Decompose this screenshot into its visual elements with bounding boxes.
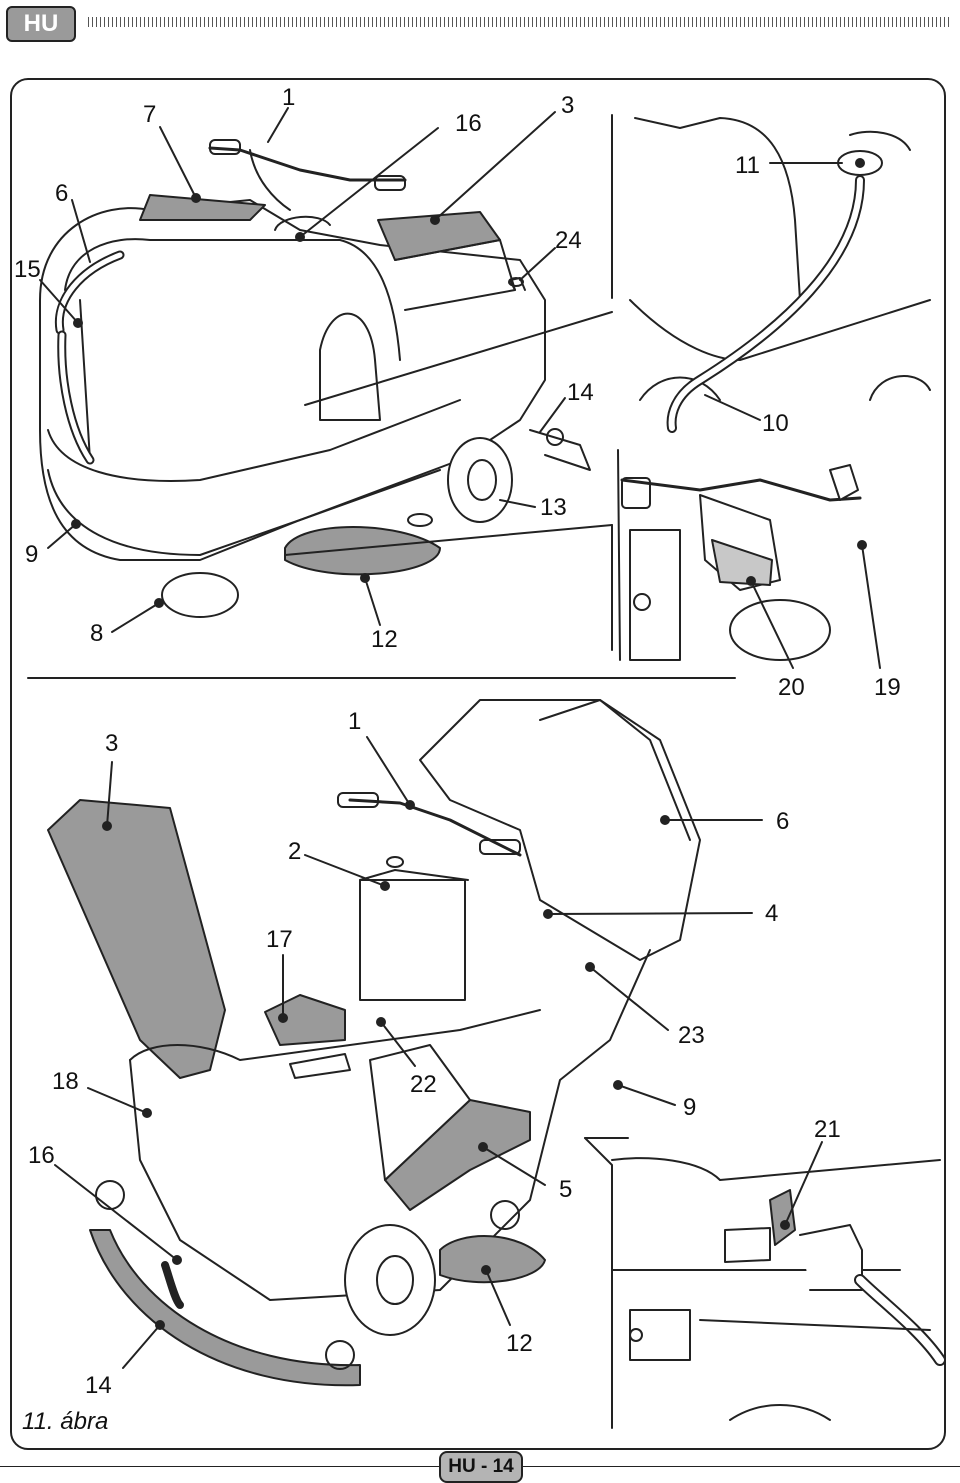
callout-3-top: 3 (561, 92, 575, 119)
callout-15: 15 (14, 256, 41, 283)
callout-12-top: 12 (371, 626, 398, 653)
inset-border (617, 449, 621, 661)
callout-4: 4 (765, 900, 779, 927)
callout-12-bottom: 12 (506, 1330, 533, 1357)
callout-14-top: 14 (567, 379, 594, 406)
callout-23: 23 (678, 1022, 705, 1049)
inset-border (584, 1137, 613, 1429)
callout-2: 2 (288, 838, 302, 865)
callout-6-bottom: 6 (776, 808, 790, 835)
drain-hose-inset (629, 117, 931, 433)
drain-tap-inset (611, 1141, 946, 1421)
callout-16-top: 16 (455, 110, 482, 137)
callout-3-bottom: 3 (105, 730, 119, 757)
callout-21: 21 (814, 1116, 841, 1143)
callout-22: 22 (410, 1071, 437, 1098)
machine-open-view (47, 699, 763, 1387)
page-number: HU - 14 (439, 1451, 523, 1483)
callout-1-top: 1 (282, 84, 296, 111)
callout-9-top: 9 (25, 541, 39, 568)
figure-caption: 11. ábra (22, 1408, 109, 1435)
callout-1-bottom: 1 (348, 708, 362, 735)
callout-7: 7 (143, 101, 157, 128)
filter-valve-inset (620, 464, 881, 669)
machine-side-view (39, 107, 613, 633)
callout-24: 24 (555, 227, 582, 254)
callout-19: 19 (874, 674, 901, 701)
callout-9-bottom: 9 (683, 1094, 697, 1121)
callout-13: 13 (540, 494, 567, 521)
callout-14-bottom: 14 (85, 1372, 112, 1399)
callout-10: 10 (762, 410, 789, 437)
callout-8: 8 (90, 620, 104, 647)
language-badge: HU (6, 6, 76, 42)
header-stripe (88, 17, 952, 27)
callout-18: 18 (52, 1068, 79, 1095)
callout-5: 5 (559, 1176, 573, 1203)
callout-17: 17 (266, 926, 293, 953)
callout-16-bottom: 16 (28, 1142, 55, 1169)
callout-20: 20 (778, 674, 805, 701)
callout-11: 11 (735, 152, 760, 179)
callout-6-top: 6 (55, 180, 69, 207)
